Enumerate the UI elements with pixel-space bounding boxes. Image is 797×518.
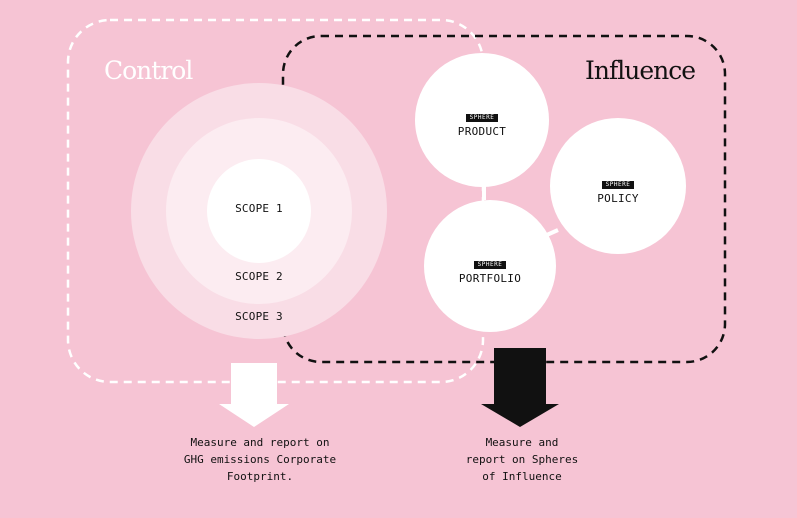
control-caption: Measure and report on GHG emissions Corp… <box>183 436 337 483</box>
sphere-policy: SPHERE POLICY <box>553 171 683 205</box>
sphere-portfolio-label: PORTFOLIO <box>458 272 522 285</box>
influence-caption: Measure and report on Spheres of Influen… <box>465 436 579 483</box>
scope-3-label: SCOPE 3 <box>235 310 283 323</box>
control-arrow <box>219 363 289 427</box>
scope-1-circle <box>207 159 311 263</box>
influence-title: Influence <box>585 56 696 85</box>
scope-2-label: SCOPE 2 <box>235 270 283 283</box>
influence-region-border <box>281 34 727 364</box>
sphere-portfolio: SPHERE PORTFOLIO <box>425 251 555 285</box>
sphere-tag: SPHERE <box>601 181 635 189</box>
scope-1-label: SCOPE 1 <box>235 202 283 215</box>
sphere-policy-label: POLICY <box>597 192 639 205</box>
sphere-product: SPHERE PRODUCT <box>417 104 547 138</box>
sphere-tag: SPHERE <box>465 114 499 122</box>
influence-arrow <box>481 348 559 427</box>
control-title: Control <box>104 56 193 85</box>
sphere-tag: SPHERE <box>473 261 507 269</box>
sphere-product-label: PRODUCT <box>457 125 507 138</box>
